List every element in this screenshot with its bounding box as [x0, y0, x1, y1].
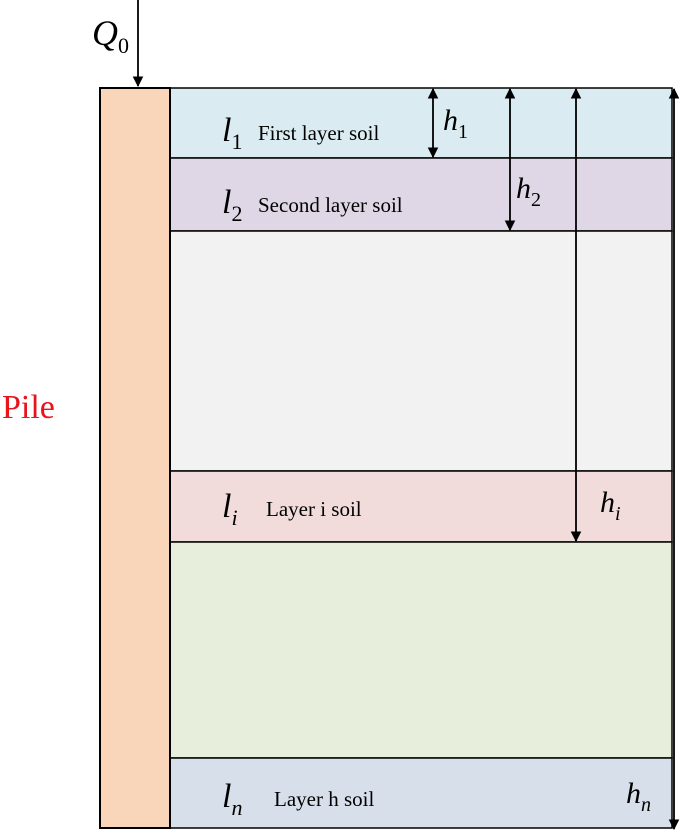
layer-n-symbol: ln: [222, 778, 242, 820]
pile-label: Pile: [2, 389, 55, 426]
layer-i-symbol: li: [222, 488, 238, 530]
layer-2-symbol: l2: [222, 184, 242, 226]
depth-label-hn: hn: [626, 777, 651, 816]
depth-label-h1: h1: [443, 104, 468, 143]
depth-label-h2: h2: [516, 172, 541, 211]
soil-layer-gap-1: [169, 230, 673, 472]
depth-label-hi: hi: [600, 486, 621, 525]
layer-2-name: Second layer soil: [258, 193, 403, 217]
soil-layer-i: [169, 470, 673, 543]
layer-1-name: First layer soil: [258, 121, 379, 145]
soil-layer-2: [169, 157, 673, 232]
soil-layer-gap-2: [169, 541, 673, 759]
pile: [99, 87, 171, 829]
layer-1-symbol: l1: [222, 112, 242, 154]
soil-layer-n: [169, 757, 673, 829]
layer-i-name: Layer i soil: [266, 497, 362, 521]
soil-layer-1: [169, 87, 673, 159]
load-label: Q0: [92, 13, 129, 58]
layer-n-name: Layer h soil: [274, 787, 374, 811]
